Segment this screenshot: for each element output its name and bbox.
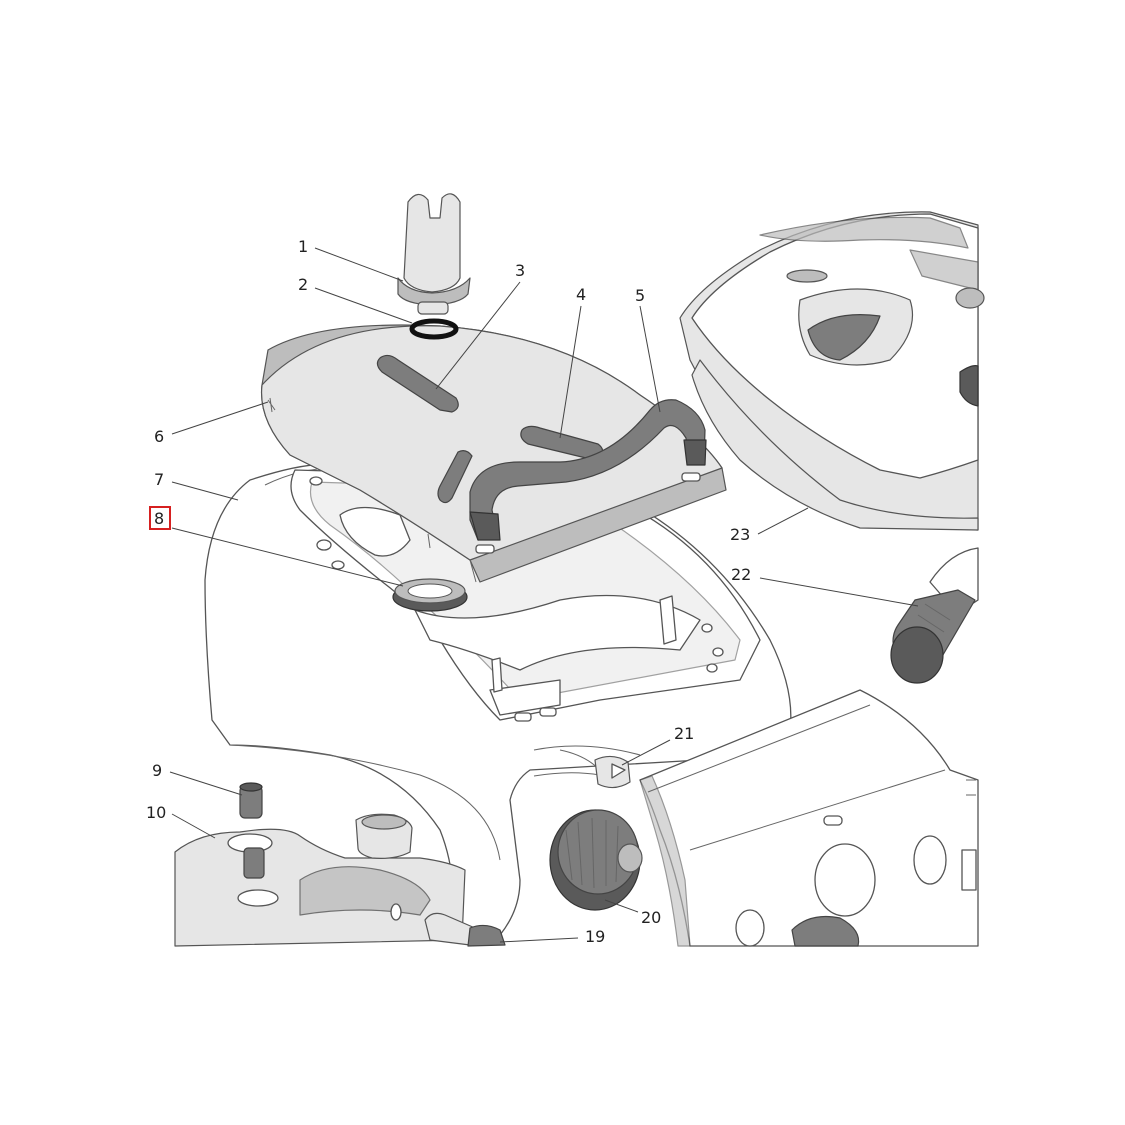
leader-20	[604, 899, 639, 913]
callout-10: 10	[146, 803, 166, 822]
callout-20: 20	[641, 908, 661, 927]
slot-pieces-part	[376, 354, 604, 504]
leader-5	[639, 305, 661, 413]
lamp-part	[533, 749, 631, 789]
control-panel-part	[639, 689, 979, 947]
leader-10	[171, 813, 216, 839]
leader-lines	[169, 247, 919, 943]
boiler-base-part	[174, 813, 466, 947]
leader-2	[314, 287, 413, 324]
pin-part	[239, 782, 263, 819]
callout-22: 22	[731, 565, 751, 584]
knob-part	[549, 809, 643, 911]
gasket-ring-part	[392, 578, 468, 612]
cap-part	[397, 193, 471, 315]
callout-6: 6	[154, 427, 164, 446]
callout-7: 7	[154, 470, 164, 489]
lid-plate-part	[260, 324, 727, 583]
leader-7	[171, 481, 239, 501]
callout-21: 21	[674, 724, 694, 743]
callout-8: 8	[154, 509, 164, 528]
leader-19	[499, 937, 579, 943]
callout-9: 9	[152, 761, 162, 780]
callout-1: 1	[298, 237, 308, 256]
leader-1	[314, 247, 404, 282]
callout-2: 2	[298, 275, 308, 294]
o-ring-part	[409, 318, 459, 340]
leader-23	[757, 507, 809, 535]
callout-19: 19	[585, 927, 605, 946]
hose-part	[890, 547, 979, 684]
leader-22	[759, 577, 919, 607]
callout-5: 5	[635, 286, 645, 305]
callout-3: 3	[515, 261, 525, 280]
callout-23: 23	[730, 525, 750, 544]
callout-labels: 1 2 3 4 5 6 7 8 9 10 19 20 21 22 23	[146, 237, 751, 946]
body-shell-part	[204, 463, 792, 941]
leader-3	[435, 281, 521, 390]
leader-8	[171, 527, 404, 587]
connector-part	[424, 912, 506, 947]
leader-6	[171, 401, 269, 435]
leader-9	[169, 771, 243, 796]
leader-4	[559, 305, 582, 439]
handle-part	[469, 399, 707, 541]
callout-8-highlight	[149, 506, 171, 530]
leader-21	[621, 739, 671, 766]
callout-4: 4	[576, 285, 586, 304]
iron-part	[679, 211, 985, 531]
